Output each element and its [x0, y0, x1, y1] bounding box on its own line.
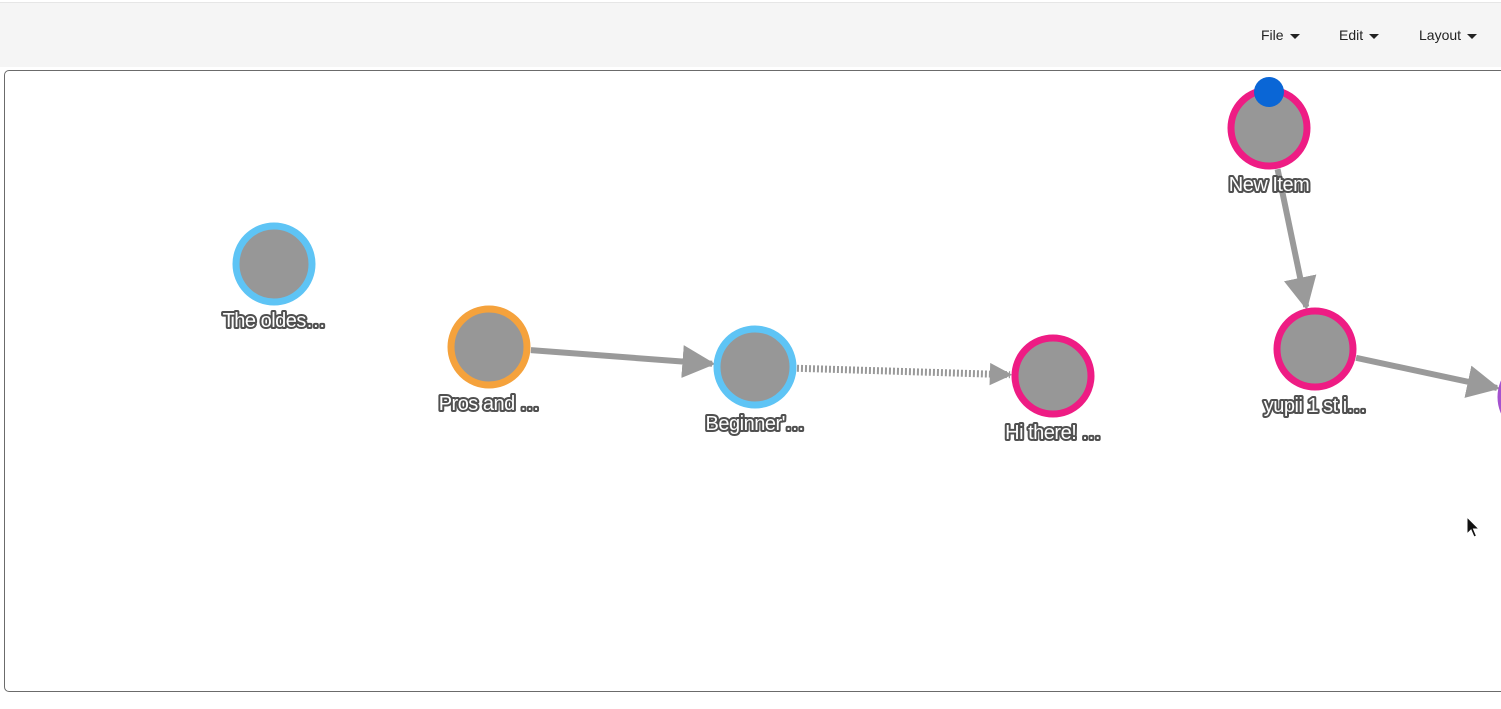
node-label: New Item: [1229, 174, 1309, 196]
caret-down-icon: [1369, 33, 1380, 39]
graph-canvas[interactable]: The oldes… Pros and … Beginner'… Hi there! …: [4, 70, 1501, 692]
caret-down-icon: [1289, 33, 1300, 39]
graph-node[interactable]: Hi there! …: [1003, 334, 1103, 446]
edge-n6-n7[interactable]: [1355, 354, 1501, 398]
edge-n2-n3[interactable]: [530, 345, 716, 379]
graph-node[interactable]: New Item: [1227, 77, 1312, 198]
edit-menu-button[interactable]: Edit: [1339, 3, 1380, 67]
node-connect-handle[interactable]: [1254, 77, 1284, 107]
edge-n3-n4[interactable]: [796, 362, 1013, 386]
file-menu-label: File: [1261, 27, 1284, 43]
graph-node[interactable]: yupii 1 st i…: [1262, 307, 1369, 419]
graph-svg[interactable]: The oldes… Pros and … Beginner'… Hi there! …: [5, 71, 1501, 693]
node-label: Hi there! …: [1005, 422, 1101, 444]
node-label: The oldes…: [223, 310, 326, 332]
node-circle[interactable]: [1011, 334, 1095, 418]
node-circle[interactable]: [713, 325, 797, 409]
edge-n5-n6[interactable]: [1274, 168, 1317, 311]
edit-menu-label: Edit: [1339, 27, 1364, 43]
graph-node[interactable]: Beginner'…: [704, 325, 807, 437]
node-label: yupii 1 st i…: [1264, 395, 1366, 417]
node-label: Beginner'…: [706, 413, 805, 435]
node-circle[interactable]: [447, 305, 531, 389]
layout-menu-button[interactable]: Layout: [1419, 3, 1478, 67]
layout-menu-label: Layout: [1419, 27, 1462, 43]
toolbar: File Edit Layout: [0, 2, 1501, 67]
mouse-cursor-icon: [1466, 516, 1481, 538]
file-menu-button[interactable]: File: [1261, 3, 1300, 67]
caret-down-icon: [1467, 33, 1478, 39]
node-label: Pros and …: [439, 393, 540, 415]
node-circle[interactable]: [1273, 307, 1357, 391]
graph-node[interactable]: Pros and …: [437, 305, 542, 417]
node-circle[interactable]: [232, 222, 316, 306]
graph-node[interactable]: The oldes…: [221, 222, 328, 334]
